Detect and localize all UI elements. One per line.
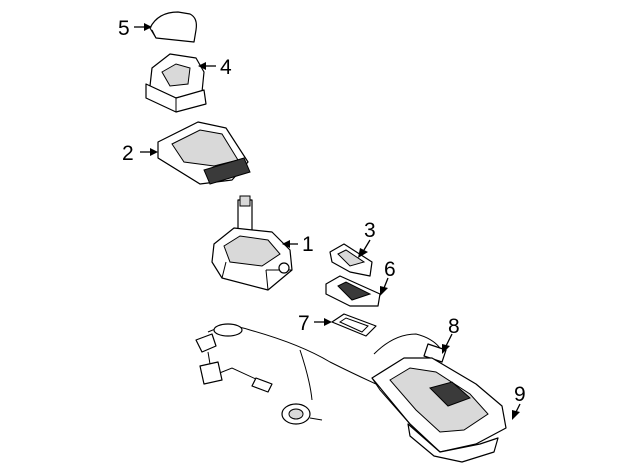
callout-3: 3 bbox=[364, 219, 376, 242]
leader-6 bbox=[380, 277, 389, 296]
callout-5: 5 bbox=[118, 17, 130, 40]
part-6-bracket[interactable] bbox=[325, 275, 381, 307]
callout-6: 6 bbox=[384, 258, 396, 281]
part-2-indicator-panel[interactable] bbox=[157, 121, 251, 185]
part-9-housing[interactable] bbox=[371, 357, 507, 463]
callout-9: 9 bbox=[514, 383, 526, 406]
leader-2 bbox=[140, 148, 158, 156]
callout-7: 7 bbox=[298, 312, 310, 335]
part-7-gasket[interactable] bbox=[331, 313, 377, 337]
leader-9 bbox=[512, 403, 521, 420]
leader-7 bbox=[314, 318, 332, 326]
part-3-cover[interactable] bbox=[329, 243, 373, 277]
leader-5 bbox=[134, 23, 152, 31]
callout-4: 4 bbox=[220, 56, 232, 79]
callout-2: 2 bbox=[122, 142, 134, 165]
callout-8: 8 bbox=[448, 315, 460, 338]
leader-4 bbox=[198, 62, 216, 70]
leader-1 bbox=[282, 240, 298, 248]
part-5-knob-cap[interactable] bbox=[149, 11, 197, 43]
part-4-knob-base[interactable] bbox=[145, 53, 207, 113]
callout-1: 1 bbox=[302, 233, 314, 256]
leader-8 bbox=[442, 333, 453, 354]
leader-3 bbox=[358, 239, 371, 258]
part-1-shifter-assembly[interactable] bbox=[211, 195, 293, 291]
